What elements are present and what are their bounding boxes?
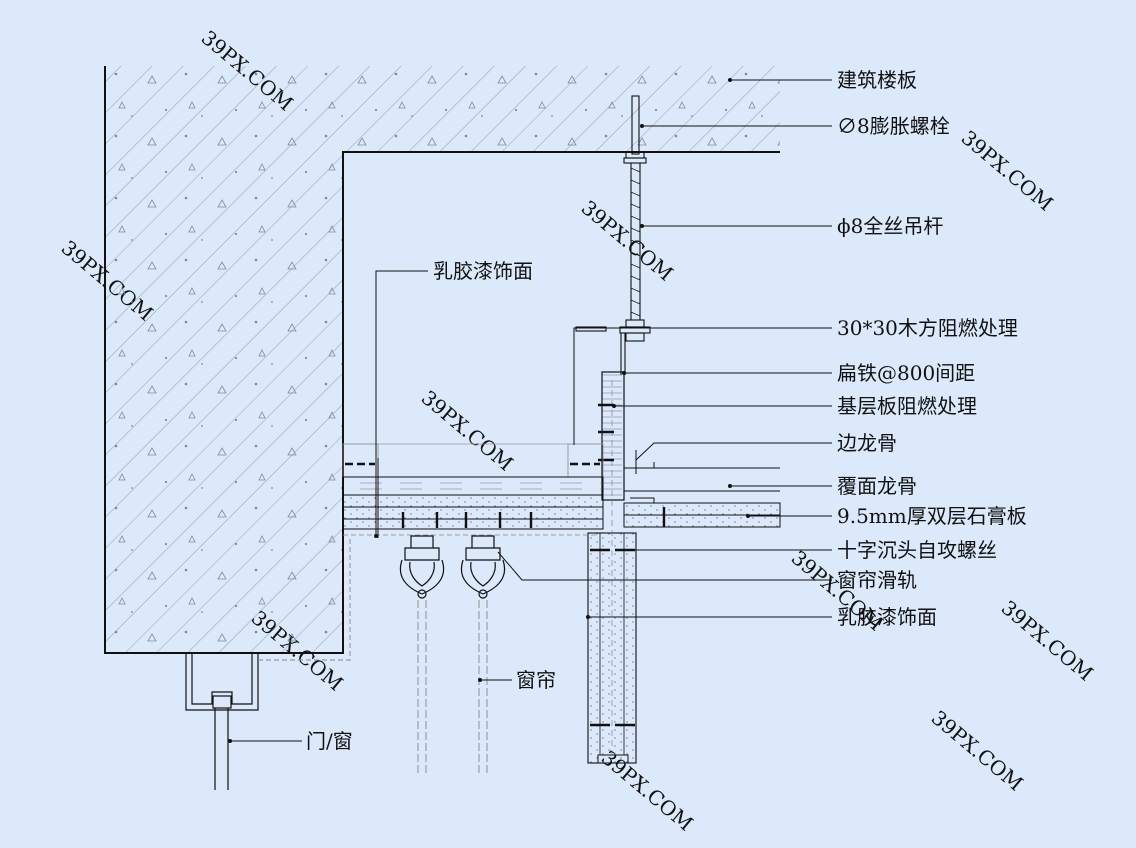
watermark-text: 39PX.COM — [957, 125, 1058, 215]
concrete-slab-and-wall — [104, 66, 780, 654]
ceiling-layers — [342, 443, 781, 538]
label-timber-square: 30*30木方阻燃处理 — [837, 316, 1018, 340]
watermark-text: 39PX.COM — [997, 595, 1098, 685]
label-door-window: 门/窗 — [306, 729, 353, 753]
hanger-rod — [619, 95, 651, 342]
curtain-fabric — [417, 600, 488, 775]
label-curtain-track: 窗帘滑轨 — [837, 568, 917, 592]
label-cover-keel: 覆面龙骨 — [837, 474, 917, 498]
label-expansion-bolt: ∅8膨胀螺栓 — [837, 114, 950, 138]
label-screw: 十字沉头自攻螺丝 — [837, 538, 997, 562]
label-curtain: 窗帘 — [516, 668, 556, 692]
watermark-text: 39PX.COM — [417, 385, 518, 475]
leader-dots — [228, 78, 750, 743]
label-edge-keel: 边龙骨 — [837, 431, 897, 455]
watermark-text: 39PX.COM — [577, 195, 678, 285]
label-flat-iron: 扁铁@800间距 — [837, 361, 975, 385]
label-floor-slab: 建筑楼板 — [837, 68, 917, 92]
door-window-frame — [185, 536, 351, 790]
watermark-text: 39PX.COM — [927, 705, 1028, 795]
label-latex-paint-top: 乳胶漆饰面 — [433, 259, 533, 283]
leader-lines — [230, 79, 832, 742]
annotation-labels: 建筑楼板 ∅8膨胀螺栓 ϕ8全丝吊杆 30*30木方阻燃处理 扁铁@800间距 … — [306, 68, 1027, 753]
label-hanger-rod: ϕ8全丝吊杆 — [837, 214, 943, 238]
vertical-base-board — [587, 371, 637, 764]
curtain-track — [399, 535, 506, 599]
label-base-board: 基层板阻燃处理 — [837, 394, 977, 418]
label-gypsum-board: 9.5mm厚双层石膏板 — [837, 504, 1027, 528]
label-latex-paint-right: 乳胶漆饰面 — [837, 605, 937, 629]
flat-iron-and-timber — [575, 326, 626, 375]
